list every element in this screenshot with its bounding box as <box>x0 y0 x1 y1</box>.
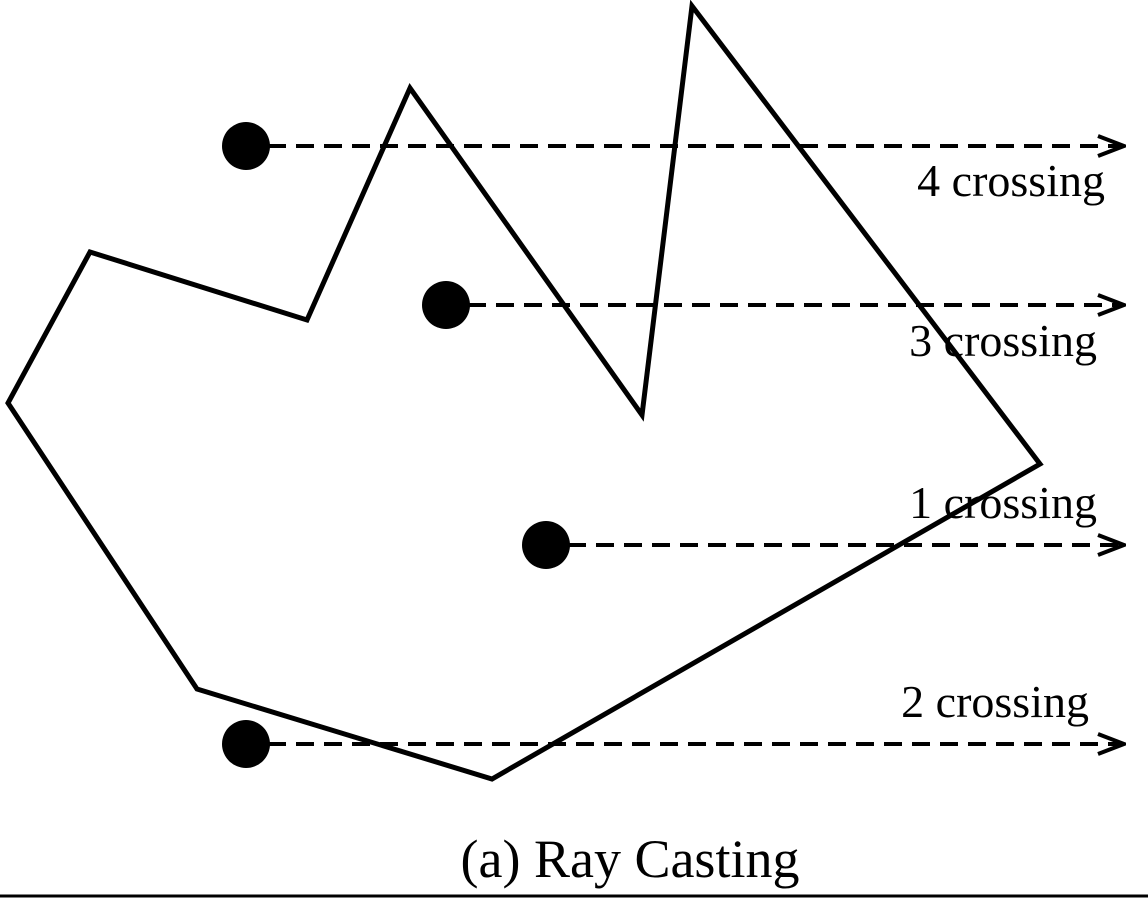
figure-caption: (a) Ray Casting <box>461 829 800 889</box>
ray-2-crossing: 2 crossing <box>222 676 1124 768</box>
ray-1-crossing: 1 crossing <box>522 477 1124 569</box>
ray-4-crossing: 4 crossing <box>222 122 1124 206</box>
test-point <box>222 122 270 170</box>
polygon-outline <box>5 0 1044 782</box>
test-point <box>522 521 570 569</box>
crossing-label: 1 crossing <box>909 477 1097 528</box>
test-point <box>422 281 470 329</box>
test-point <box>222 720 270 768</box>
ray-3-crossing: 3 crossing <box>422 281 1124 366</box>
crossing-label: 2 crossing <box>901 676 1089 727</box>
crossing-label: 3 crossing <box>909 315 1097 366</box>
crossing-label: 4 crossing <box>917 155 1105 206</box>
